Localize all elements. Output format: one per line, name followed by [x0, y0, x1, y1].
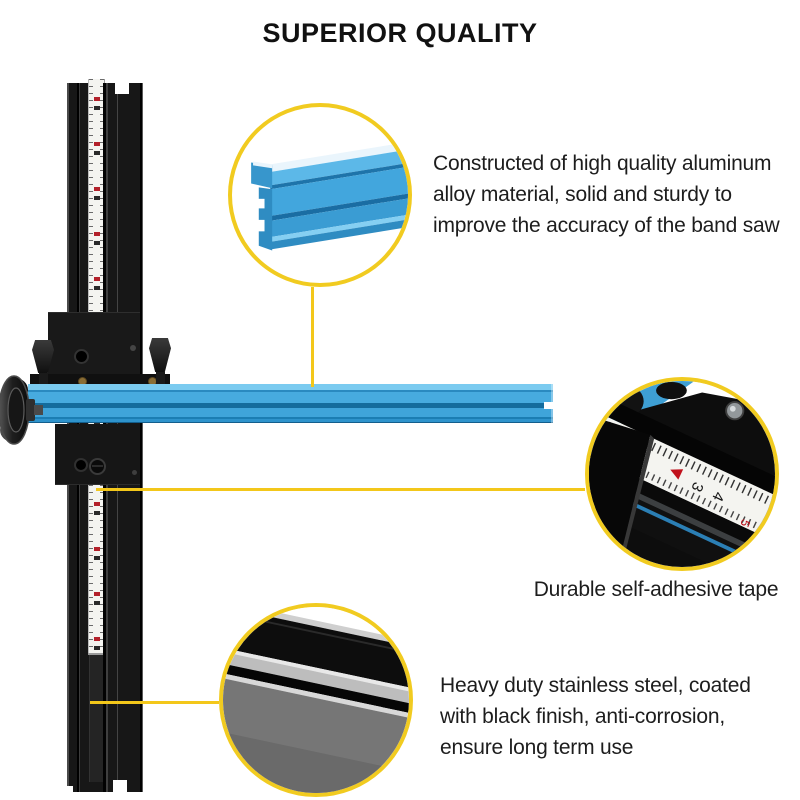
- page-title: SUPERIOR QUALITY: [262, 18, 538, 48]
- feature-line: alloy material, solid and sturdy to: [433, 183, 732, 206]
- fence-end-notch: [544, 402, 553, 409]
- feature-line: ensure long term use: [440, 736, 634, 759]
- callout-steel-closeup: [219, 603, 413, 797]
- leader-line-steel: [90, 701, 219, 704]
- rail-bottom-step: [113, 780, 127, 792]
- callout-tape-closeup: 3 4 5: [585, 377, 779, 571]
- aluminum-extrusion-illustration: [251, 142, 408, 251]
- blue-fence-beam: [28, 384, 553, 423]
- feature-line: with black finish, anti-corrosion,: [440, 705, 725, 728]
- feature-text-tape: Durable self-adhesive tape: [533, 578, 779, 601]
- rail-bottom-step: [67, 786, 73, 792]
- bolt-hole: [74, 349, 89, 364]
- feature-line: Constructed of high quality aluminum: [433, 152, 772, 175]
- screw-dot: [130, 345, 136, 351]
- carriage-bracket-plate: [30, 374, 170, 386]
- steel-rail-closeup-photo: [223, 607, 409, 793]
- tape-closeup-photo: 3 4 5: [589, 381, 775, 567]
- ruler-tape-end: [88, 653, 105, 655]
- fence-end-edge: [551, 384, 553, 423]
- callout-aluminum-profile: [228, 103, 412, 287]
- bolt-hole: [74, 458, 88, 472]
- feature-line: Heavy duty stainless steel, coated: [440, 674, 751, 697]
- rail-tape-channel: [89, 655, 104, 782]
- rail-top-notch: [115, 83, 129, 94]
- rail-edge-shadow: [140, 83, 142, 792]
- rail-edge-highlight: [142, 83, 143, 792]
- red-arrow-icon: [670, 469, 684, 480]
- feature-text-aluminum: Constructed of high quality aluminum all…: [433, 148, 780, 241]
- clamp-knob-right: [149, 338, 171, 372]
- slotted-screw: [89, 458, 106, 475]
- feature-text-steel: Heavy duty stainless steel, coated with …: [440, 670, 751, 763]
- clamp-knob-left: [32, 340, 54, 373]
- feature-line: improve the accuracy of the band saw: [433, 214, 780, 237]
- leader-line-tape: [96, 488, 585, 491]
- carriage-lower-block: [55, 424, 140, 485]
- lock-handwheel-icon: [0, 375, 43, 445]
- leader-line-aluminum: [311, 287, 314, 387]
- screw-dot: [132, 470, 137, 475]
